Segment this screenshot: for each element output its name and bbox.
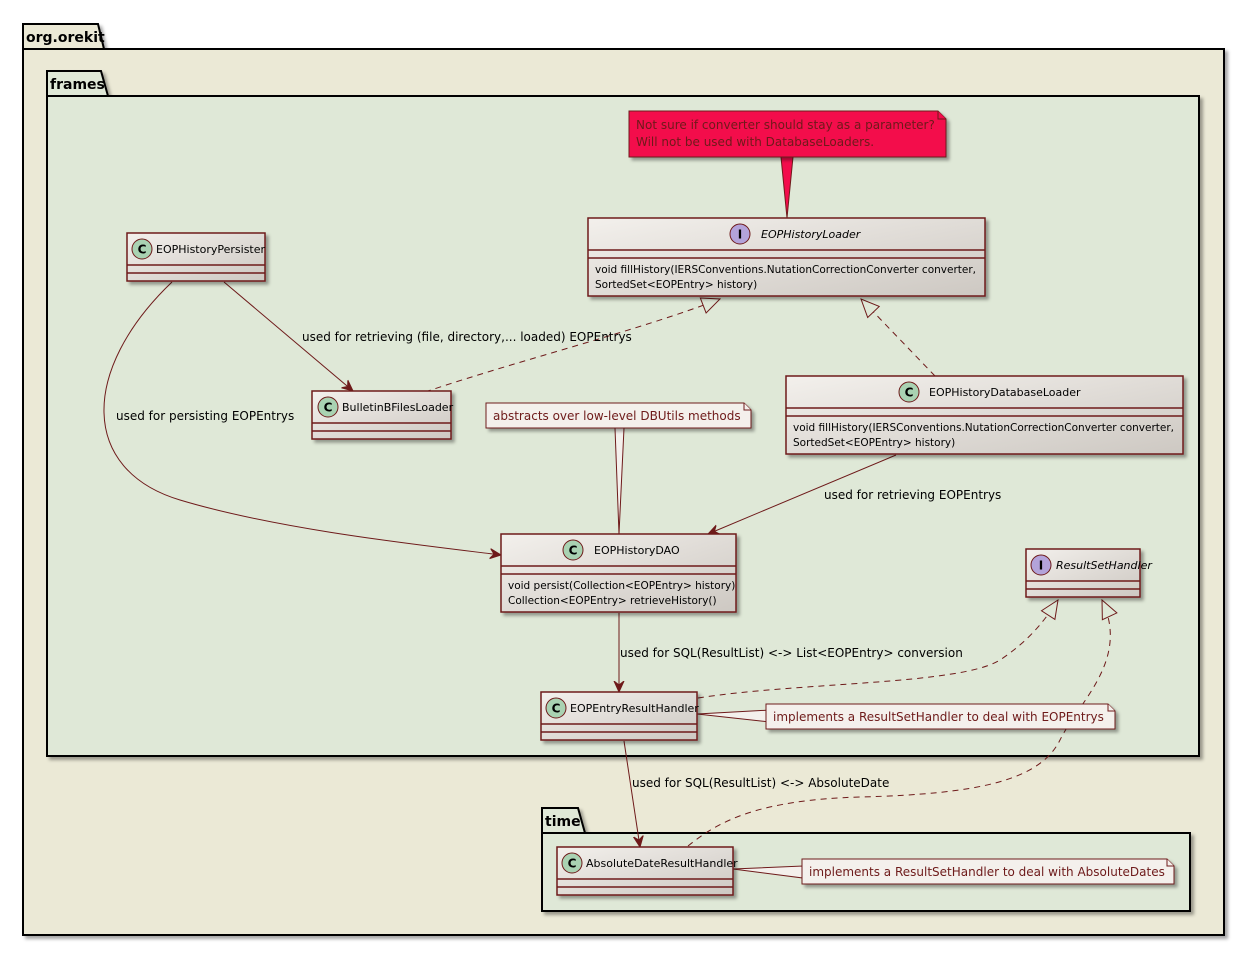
edge-eop-handler-to-date-handler — [623, 740, 640, 847]
package-title-time: time — [545, 814, 581, 830]
note-absolute-date-text: implements a ResultSetHandler to deal wi… — [809, 865, 1165, 879]
class-glyph: C — [324, 401, 333, 415]
note-dbutils: abstracts over low-level DBUtils methods — [485, 402, 752, 429]
edge-persister-to-bulletin — [223, 281, 353, 391]
package-title-org-orekit: org.orekit — [26, 30, 105, 46]
edge-label-dao-to-eop-handler: used for SQL(ResultList) <-> List<EOPEnt… — [620, 646, 963, 660]
class-name: EOPHistoryDatabaseLoader — [929, 386, 1081, 399]
class-eop-history-database-loader[interactable]: C EOPHistoryDatabaseLoader void fillHist… — [785, 375, 1184, 455]
note-converter-line-1: Not sure if converter should stay as a p… — [636, 118, 935, 132]
class-glyph: C — [905, 386, 914, 400]
class-name: EOPHistoryDAO — [594, 544, 680, 557]
method-line-2: SortedSet<EOPEntry> history) — [793, 437, 955, 449]
class-name: BulletinBFilesLoader — [342, 401, 454, 414]
class-name: EOPHistoryPersister — [156, 243, 266, 256]
edge-persister-to-dao — [103, 281, 501, 555]
class-glyph: C — [552, 702, 561, 716]
method-line-2: Collection<EOPEntry> retrieveHistory() — [508, 595, 717, 607]
class-name: EOPHistoryLoader — [761, 228, 862, 241]
class-icon — [562, 539, 584, 561]
interface-glyph: I — [738, 228, 742, 242]
method-line-1: void fillHistory(IERSConventions.Nutatio… — [793, 422, 1174, 434]
class-eop-history-dao[interactable]: C EOPHistoryDAO void persist(Collection<… — [500, 533, 737, 613]
interface-icon — [1030, 554, 1052, 576]
class-icon — [317, 396, 339, 418]
class-result-set-handler[interactable]: I ResultSetHandler — [1025, 548, 1153, 598]
class-name: EOPEntryResultHandler — [570, 702, 699, 715]
note-eop-entry-handler: implements a ResultSetHandler to deal wi… — [765, 703, 1116, 730]
class-name: AbsoluteDateResultHandler — [586, 857, 738, 870]
edge-dbloader-realizes-loader — [861, 299, 936, 377]
edge-dbloader-to-dao — [708, 454, 897, 534]
class-eop-history-persister[interactable]: C EOPHistoryPersister — [126, 232, 266, 282]
class-glyph: C — [569, 544, 578, 558]
class-glyph: C — [568, 857, 577, 871]
class-name: ResultSetHandler — [1056, 559, 1153, 572]
method-line-2: SortedSet<EOPEntry> history) — [595, 279, 757, 291]
edge-label-persister-to-dao: used for persisting EOPEntrys — [116, 409, 294, 423]
note-converter-line-2: Will not be used with DatabaseLoaders. — [636, 135, 874, 149]
edge-label-dbloader-to-dao: used for retrieving EOPEntrys — [824, 488, 1001, 502]
class-eop-history-loader[interactable]: I EOPHistoryLoader void fillHistory(IERS… — [587, 217, 986, 297]
edge-label-persister-to-bulletin: used for retrieving (file, directory,...… — [302, 330, 632, 344]
class-icon — [561, 852, 583, 874]
interface-icon — [729, 223, 751, 245]
class-icon — [545, 697, 567, 719]
note-absolute-date-handler: implements a ResultSetHandler to deal wi… — [801, 858, 1175, 885]
edge-date-handler-realizes-rsh — [687, 600, 1110, 847]
class-bulletinb-files-loader[interactable]: C BulletinBFilesLoader — [311, 390, 454, 440]
interface-glyph: I — [1039, 559, 1043, 573]
class-eop-entry-result-handler[interactable]: C EOPEntryResultHandler — [540, 691, 699, 741]
edge-label-eop-handler-to-date-handler: used for SQL(ResultList) <-> AbsoluteDat… — [632, 776, 889, 790]
note-eop-entry-text: implements a ResultSetHandler to deal wi… — [773, 710, 1104, 724]
note-converter-warning: Not sure if converter should stay as a p… — [628, 110, 947, 158]
class-icon — [131, 238, 153, 260]
note-dbutils-text: abstracts over low-level DBUtils methods — [493, 409, 741, 423]
class-glyph: C — [138, 243, 147, 257]
class-absolute-date-result-handler[interactable]: C AbsoluteDateResultHandler — [556, 846, 738, 896]
package-title-frames: frames — [50, 77, 105, 93]
class-icon — [898, 381, 920, 403]
method-line-1: void fillHistory(IERSConventions.Nutatio… — [595, 264, 976, 276]
edge-eop-handler-realizes-rsh — [697, 600, 1058, 699]
method-line-1: void persist(Collection<EOPEntry> histor… — [508, 580, 735, 592]
